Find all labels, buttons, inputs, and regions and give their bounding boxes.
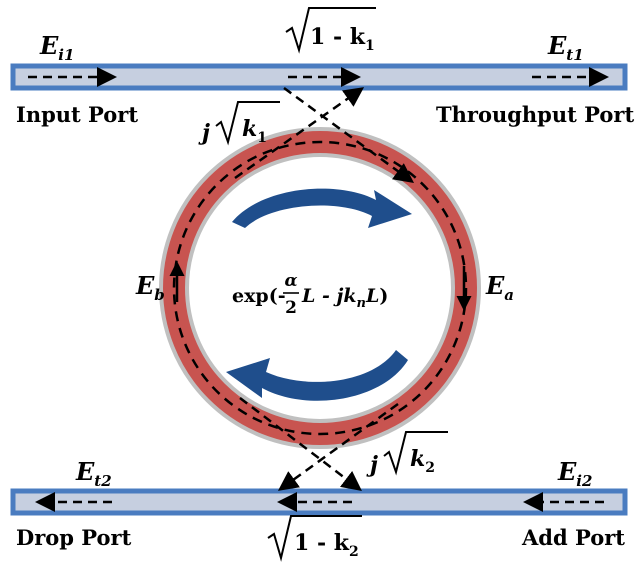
- svg-text:1 - k1: 1 - k1: [310, 24, 375, 54]
- ring-resonator: [159, 127, 481, 449]
- ei2-label: Ei2: [557, 457, 592, 490]
- svg-text:k1: k1: [242, 116, 267, 146]
- bottom-coupling-cross: [239, 397, 399, 492]
- propagation-expression: exp(- α 2 L - jknL): [232, 271, 388, 318]
- ea-label: Ea: [485, 271, 514, 304]
- top-cross-coefficient: j k1: [198, 101, 280, 146]
- svg-text:1 - k2: 1 - k2: [294, 530, 359, 560]
- et2-label: Et2: [75, 457, 112, 490]
- et1-label: Et1: [547, 31, 584, 64]
- svg-text:exp(-: exp(-: [232, 285, 286, 307]
- drop-port-label: Drop Port: [16, 525, 132, 550]
- svg-text:L - jknL): L - jknL): [301, 285, 388, 311]
- svg-text:α: α: [284, 271, 297, 291]
- svg-text:k2: k2: [410, 446, 435, 476]
- svg-text:j: j: [198, 120, 210, 146]
- top-coupling-cross: [234, 86, 415, 183]
- bottom-cross-coefficient: j k2: [366, 431, 448, 478]
- svg-text:2: 2: [285, 298, 297, 318]
- ei1-label: Ei1: [39, 31, 74, 64]
- input-port-label: Input Port: [16, 102, 138, 127]
- top-through-coefficient: 1 - k1: [285, 7, 376, 54]
- circulation-arrow-bottom: [226, 350, 408, 401]
- bottom-through-coefficient: 1 - k2: [267, 515, 362, 562]
- add-port-label: Add Port: [521, 525, 625, 550]
- eb-label: Eb: [135, 271, 165, 304]
- svg-text:j: j: [366, 452, 378, 478]
- throughput-port-label: Throughput Port: [436, 102, 634, 127]
- circulation-arrow-top: [232, 188, 412, 228]
